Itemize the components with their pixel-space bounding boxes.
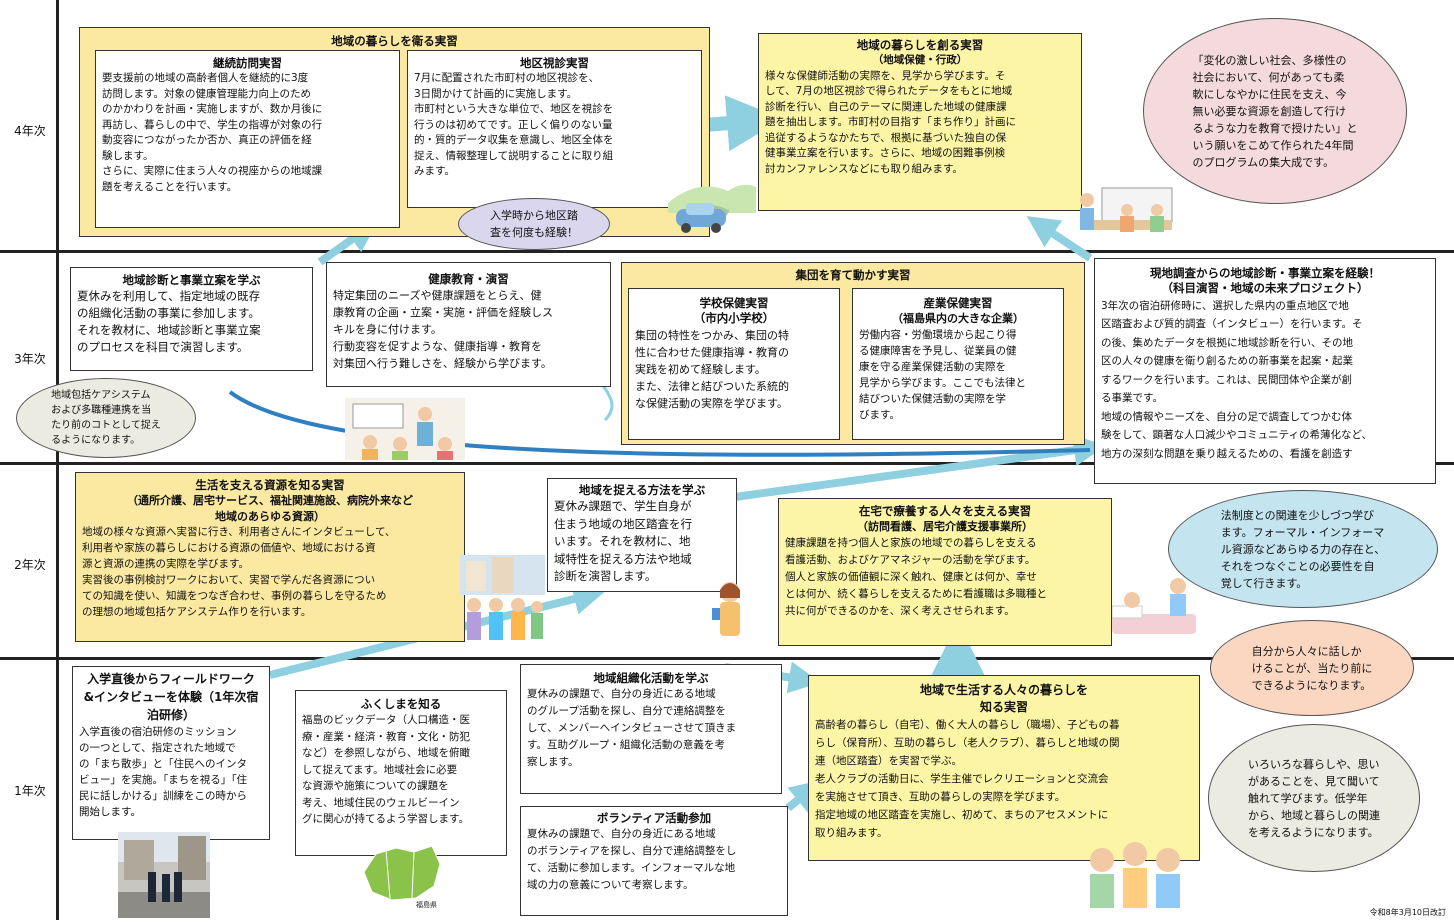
- field-box: 現地調査からの地域診断・事業立案を経験！ （科目演習・地域の未来プロジェクト） …: [1094, 258, 1436, 484]
- arrow-vol-to-living: [785, 779, 823, 813]
- district-body: 7月に配置された市町村の地区視診を、 3日間かけて計画的に実施します。 市町村と…: [414, 72, 614, 177]
- create-box: 地域の暮らしを創る実習 （地域保健・行政） 様々な保健師活動の実際を、見学から学…: [758, 33, 1082, 211]
- volunteer-title: ボランティア活動参加: [596, 811, 712, 825]
- health-ed-box: 健康教育・演習 特定集団のニーズや健康課題をとらえ、健 康教育の企画・立案・実施…: [326, 262, 611, 387]
- meeting-illustration: [1072, 180, 1182, 242]
- industry-sub: （福島県内の大きな企業）: [892, 312, 1024, 325]
- resources-sub: （通所介護、居宅サービス、福祉関連施設、病院外来など 地域のあらゆる資源）: [127, 494, 413, 523]
- home-sub: （訪問看護、居宅介護支援事業所）: [857, 520, 1033, 533]
- method-title: 地域を捉える方法を学ぶ: [578, 483, 706, 497]
- year-label-4: 4年次: [14, 124, 46, 138]
- org-body: 夏休みの課題で、自分の身近にある地域 のグループ活動を探し、自分で連絡調整を し…: [527, 688, 737, 768]
- org-box: 地域組織化活動を学ぶ 夏休みの課題で、自分の身近にある地域 のグループ活動を探し…: [520, 664, 782, 794]
- street-photo: [118, 832, 210, 918]
- diag-box: 地域診断と事業立案を学ぶ 夏休みを利用して、指定地域の既存 の組織化活動の事業に…: [70, 267, 313, 371]
- fukushima-map: 福島県: [356, 842, 444, 912]
- elderly-illustration: [1080, 836, 1190, 914]
- create-title: 地域の暮らしを創る実習: [856, 38, 984, 52]
- living-box: 地域で生活する人々の暮らしを 知る実習 高齢者の暮らし（自宅）、働く大人の暮らし…: [808, 675, 1200, 861]
- field-title: 現地調査からの地域診断・事業立案を経験！: [1150, 266, 1380, 280]
- classroom-illustration: [345, 398, 465, 460]
- field-sub: （科目演習・地域の未来プロジェクト）: [1161, 281, 1369, 295]
- industry-body: 労働内容・労働環境から起こり得 る健康障害を予見し、従業員の健 康を守る産業保健…: [859, 328, 1026, 421]
- fukushima-title: ふくしまを知る: [360, 697, 442, 711]
- divider-1-2: [0, 657, 1454, 660]
- resources-title: 生活を支える資源を知る実習: [195, 478, 345, 492]
- district-walk-bubble: 入学時から地区踏 査を何度も経験！: [458, 198, 610, 250]
- create-sub: （地域保健・行政）: [872, 54, 968, 66]
- group-title: 集団を育て動かす実習: [795, 268, 911, 282]
- quote-bubble: 「変化の激しい社会、多様性の 社会において、何があっても柔 軟にしなやかに住民を…: [1143, 18, 1407, 204]
- living-body: 高齢者の暮らし（自宅）、働く大人の暮らし（職場）、子どもの暮 らし（保育所）、互…: [815, 719, 1120, 839]
- create-body: 様々な保健師活動の実際を、見学から学びます。そ して、7月の地区視診で得られたデ…: [765, 69, 1016, 175]
- divider-3-4: [0, 250, 1454, 253]
- school-body: 集団の特性をつかみ、集団の特 性に合わせた健康指導・教育の 実践を初めて経験しま…: [635, 328, 789, 410]
- fw-body: 入学直後の宿泊研修のミッション の一つとして、指定された地域で の「まち散歩」と…: [79, 726, 247, 818]
- fw-box: 入学直後からフィールドワーク &インタビューを体験（1年次宿 泊研修） 入学直後…: [72, 666, 270, 840]
- revision-date: 令和8年3月10日改訂: [1369, 908, 1446, 917]
- diag-title: 地域診断と事業立案を学ぶ: [122, 273, 261, 287]
- phone-girl-illustration: [698, 578, 768, 644]
- industry-title: 産業保健実習: [923, 296, 993, 310]
- arrow-method-to-field: [734, 434, 1106, 501]
- home-box: 在宅で療養する人々を支える実習 （訪問看護、居宅介護支援事業所） 健康課題を持つ…: [778, 498, 1112, 646]
- volunteer-body: 夏休みの課題で、自分の身近にある地域 のボランティアを探し、自分で連絡調整をし …: [527, 828, 737, 891]
- resources-body: 地域の様々な資源へ実習に行き、利用者さんにインタビューして、 利用者や家族の暮ら…: [82, 526, 396, 618]
- fukushima-box: ふくしまを知る 福島のビックデータ（人口構造・医 療・産業・経済・教育・文化・防…: [295, 690, 507, 856]
- home-body: 健康課題を持つ個人と家族の地域での暮らしを支える 看護活動、およびケアマネジャー…: [785, 536, 1047, 617]
- home-title: 在宅で療養する人々を支える実習: [858, 504, 1032, 518]
- health-ed-body: 特定集団のニーズや健康課題をとらえ、健 康教育の企画・立案・実施・評価を経験しス…: [333, 289, 553, 370]
- method-body: 夏休み課題で、学生自身が 住まう地域の地区踏査を行 います。それを教材に、地 域…: [554, 499, 692, 583]
- method-box: 地域を捉える方法を学ぶ 夏休み課題で、学生自身が 住まう地域の地区踏査を行 いま…: [547, 478, 737, 592]
- year-label-2: 2年次: [14, 558, 46, 572]
- talk-bubble: 自分から人々に話しか けることが、当たり前に できるようになります。: [1210, 620, 1414, 716]
- school-box: 学校保健実習 （市内小学校） 集団の特性をつかみ、集団の特 性に合わせた健康指導…: [628, 288, 840, 440]
- diag-body: 夏休みを利用して、指定地域の既存 の組織化活動の事業に参加します。 それを教材に…: [77, 289, 261, 354]
- car-illustration: [668, 173, 756, 235]
- arrow-health-curve: [598, 381, 614, 422]
- divider-2-3: [0, 462, 1454, 465]
- volunteer-box: ボランティア活動参加 夏休みの課題で、自分の身近にある地域 のボランティアを探し…: [520, 806, 788, 916]
- district-title: 地区視診実習: [520, 56, 589, 70]
- school-title: 学校保健実習: [699, 296, 769, 310]
- industry-box: 産業保健実習 （福島県内の大きな企業） 労働内容・労働環境から起こり得 る健康障…: [852, 288, 1064, 440]
- bedside-illustration: [1111, 570, 1202, 648]
- fw-title: 入学直後からフィールドワーク &インタビューを体験（1年次宿 泊研修）: [83, 672, 259, 722]
- visit-box: 継続訪問実習 要支援前の地域の高齢者個人を継続的に3度 訪問します。対象の健康管…: [95, 50, 400, 228]
- field-body: 3年次の宿泊研修時に、選択した県内の重点地区で地 区踏査および質的調査（インタビ…: [1101, 299, 1373, 460]
- care-system-bubble: 地域包括ケアシステム および多職種連携を当 たり前のコトとして捉え るようになり…: [16, 378, 196, 458]
- org-title: 地域組織化活動を学ぶ: [593, 671, 709, 685]
- resources-box: 生活を支える資源を知る実習 （通所介護、居宅サービス、福祉関連施設、病院外来など…: [75, 472, 465, 642]
- health-ed-title: 健康教育・演習: [428, 272, 509, 286]
- visit-title: 継続訪問実習: [213, 56, 282, 70]
- school-sub: （市内小学校）: [693, 311, 775, 325]
- protect-title: 地域の暮らしを衛る実習: [331, 34, 458, 48]
- lives-bubble: いろいろな暮らしや、思い があることを、見て聞いて 触れて学びます。低学年 から…: [1208, 724, 1420, 872]
- left-border: [56, 0, 59, 920]
- visit-body: 要支援前の地域の高齢者個人を継続的に3度 訪問します。対象の健康管理能力向上のた…: [102, 72, 323, 193]
- year-label-1: 1年次: [14, 784, 46, 798]
- fukushima-map-label: 福島県: [416, 901, 437, 909]
- people-illustration: [460, 555, 545, 645]
- fukushima-body: 福島のビックデータ（人口構造・医 療・産業・経済・教育・文化・防犯 など）を参照…: [302, 714, 470, 825]
- district-box: 地区視診実習 7月に配置された市町村の地区視診を、 3日間かけて計画的に実施しま…: [407, 50, 702, 208]
- living-title: 地域で生活する人々の暮らしを 知る実習: [919, 683, 1088, 714]
- law-bubble: 法制度との関連を少しづつ学び ます。フォーマル・インフォーマ ル資源などあらゆる…: [1168, 490, 1438, 608]
- year-label-3: 3年次: [14, 352, 46, 366]
